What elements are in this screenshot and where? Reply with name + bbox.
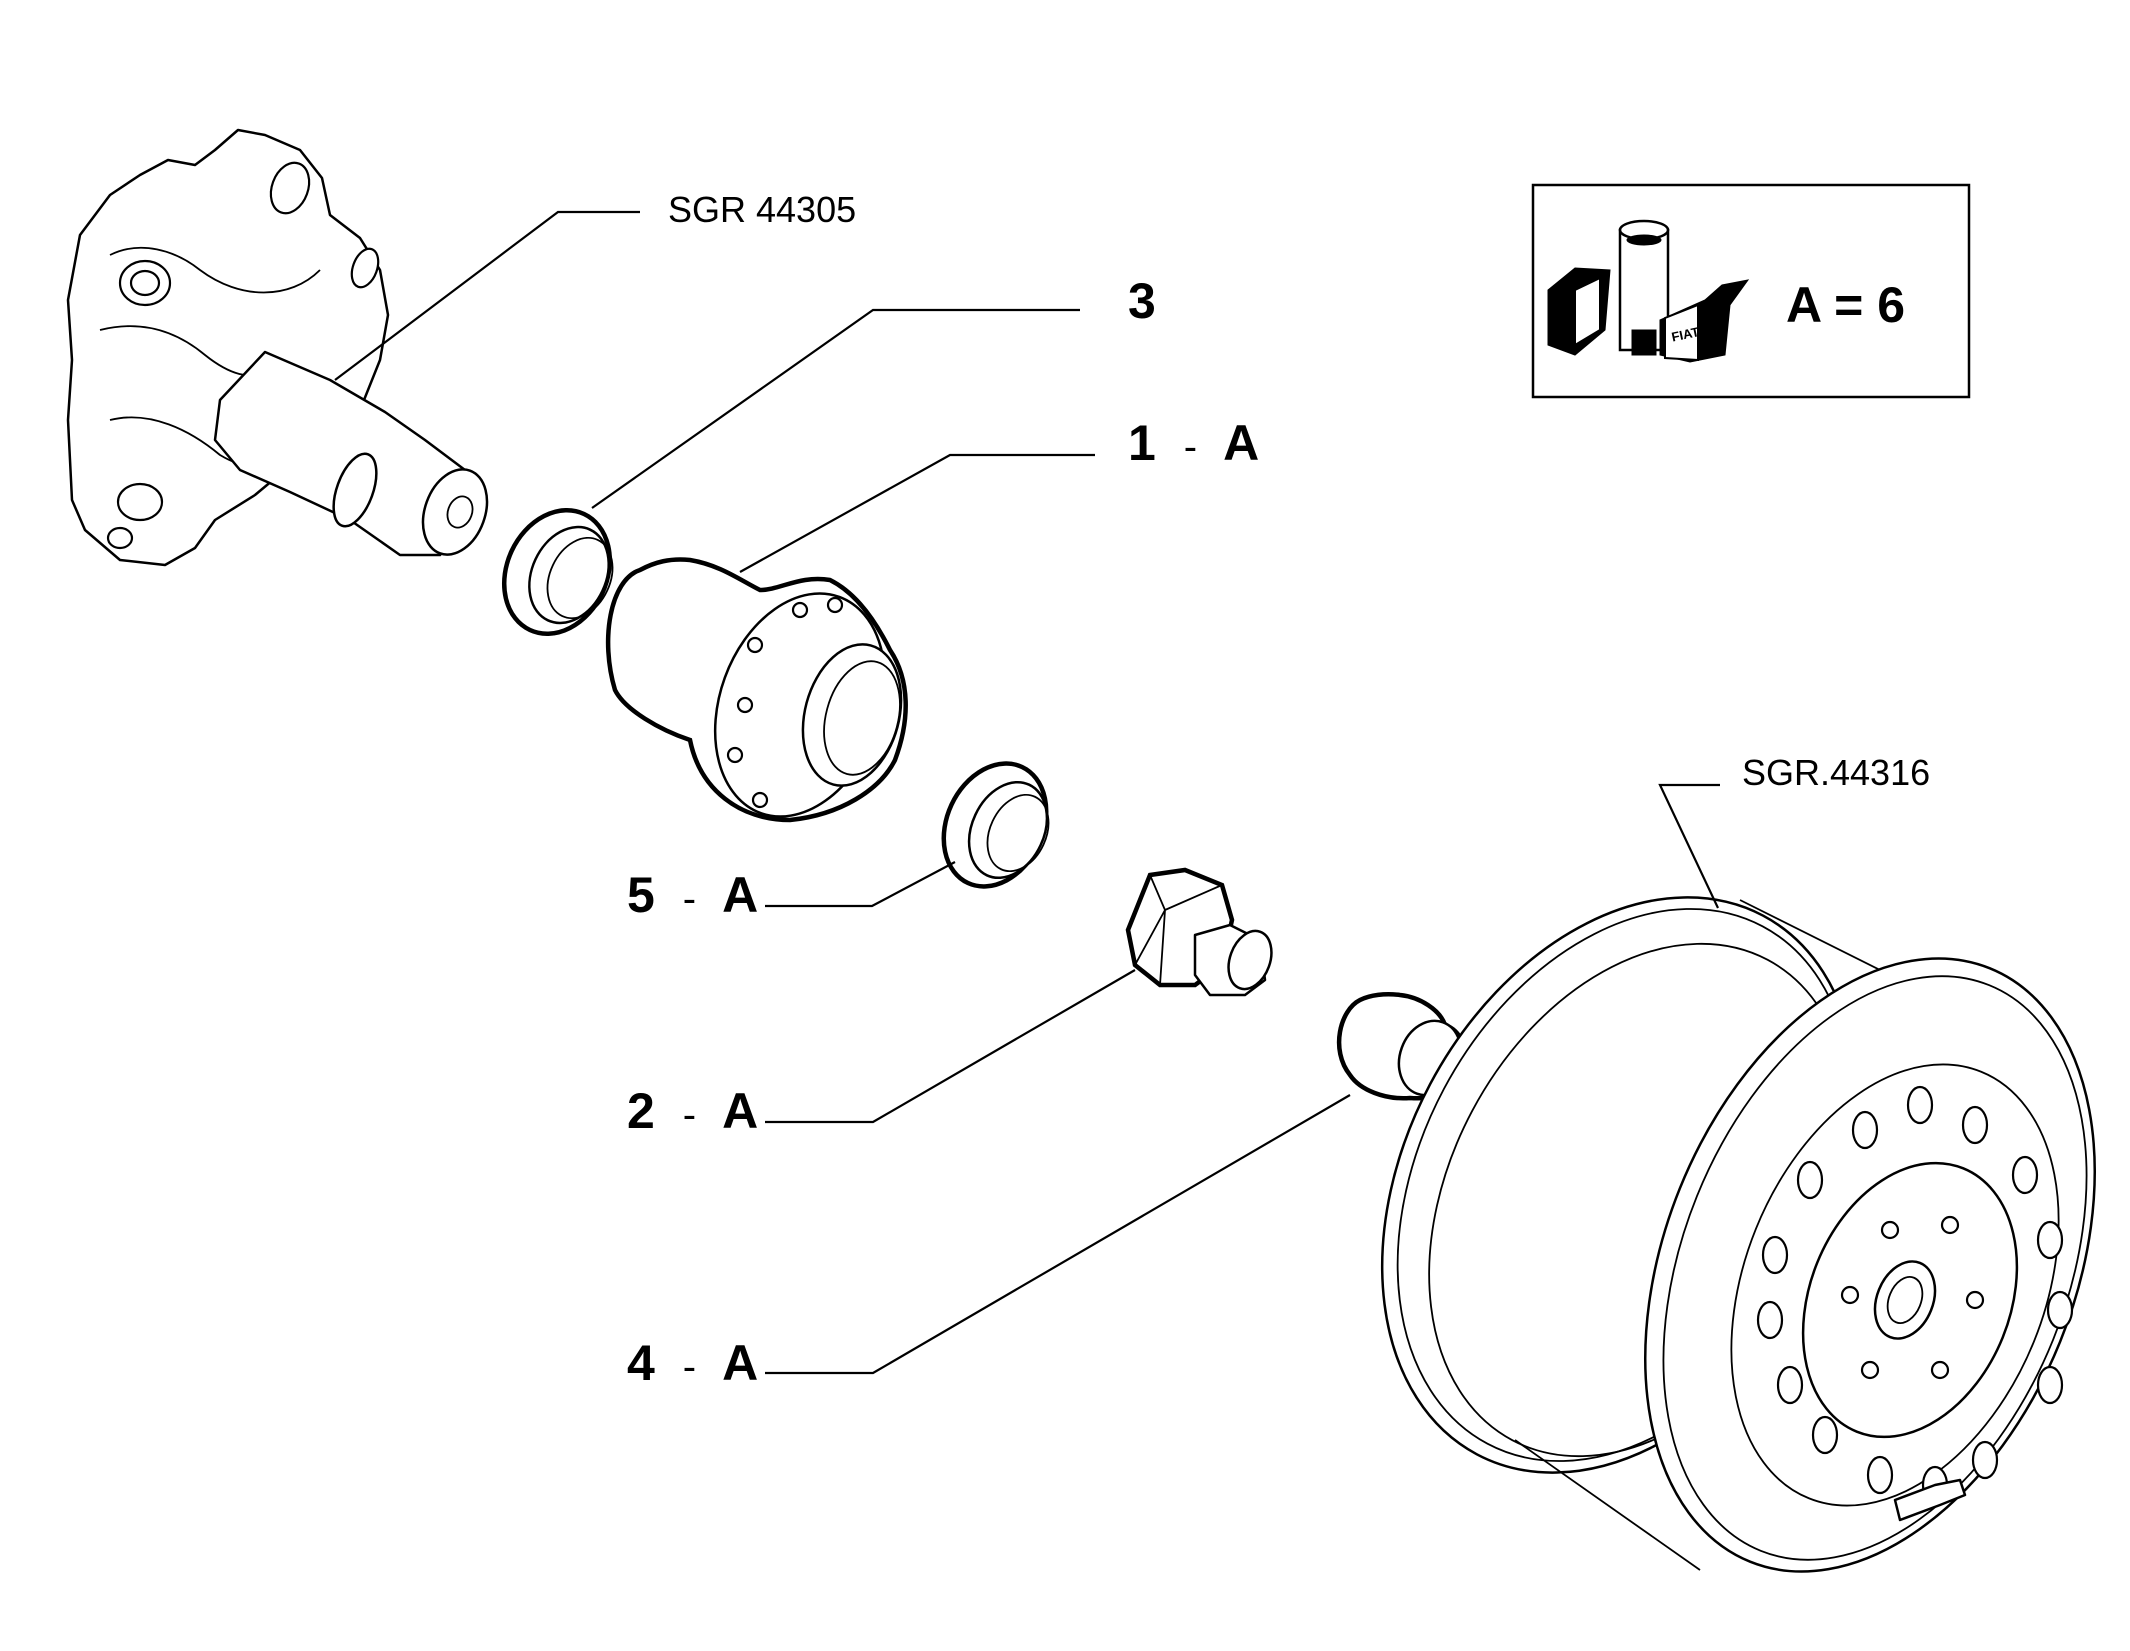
- callout-1-a: 1 - A: [1128, 415, 1259, 471]
- callout-5-separator: -: [683, 877, 696, 921]
- reference-wheel-label: SGR.44316: [1742, 752, 1930, 793]
- quantity-legend: FIAT A = 6: [1531, 183, 1971, 399]
- callout-5-suffix: A: [722, 867, 758, 923]
- callout-4-separator: -: [683, 1345, 696, 1389]
- callout-4-a: 4 - A: [627, 1335, 758, 1391]
- hub-nut: [1125, 867, 1273, 997]
- bearing-outer: [941, 761, 1050, 889]
- legend-quantity-text: A = 6: [1786, 277, 1905, 333]
- callout-2-number: 2: [627, 1083, 655, 1139]
- leader-4: [765, 1094, 1351, 1375]
- callout-3: 3: [1128, 273, 1156, 329]
- legend-logo-text: FIAT: [1670, 324, 1700, 344]
- wheel-hub: [605, 557, 908, 823]
- callout-2-a: 2 - A: [627, 1083, 758, 1139]
- callout-5-number: 5: [627, 867, 655, 923]
- leader-wheel: [1658, 783, 1720, 909]
- callout-1-separator: -: [1184, 425, 1197, 469]
- callout-5-a: 5 - A: [627, 867, 758, 923]
- callout-4-suffix: A: [722, 1335, 758, 1391]
- leader-lines: [334, 210, 1720, 1375]
- callout-2-separator: -: [683, 1093, 696, 1137]
- leader-1: [739, 453, 1095, 573]
- leader-3: [591, 308, 1080, 509]
- leader-2: [765, 969, 1136, 1124]
- callout-2-suffix: A: [722, 1083, 758, 1139]
- callout-1-number: 1: [1128, 415, 1156, 471]
- leader-spindle: [334, 210, 640, 381]
- callout-3-number: 3: [1128, 273, 1156, 329]
- bearing-inner: [501, 508, 614, 636]
- fiat-parts-box-icon: FIAT: [1547, 219, 1750, 363]
- steel-wheel-rim: [1380, 896, 2096, 1573]
- reference-spindle-label: SGR 44305: [668, 189, 856, 230]
- callout-1-suffix: A: [1223, 415, 1259, 471]
- stub-axle-knuckle: [66, 128, 489, 567]
- callout-4-number: 4: [627, 1335, 655, 1391]
- leader-5: [765, 861, 956, 908]
